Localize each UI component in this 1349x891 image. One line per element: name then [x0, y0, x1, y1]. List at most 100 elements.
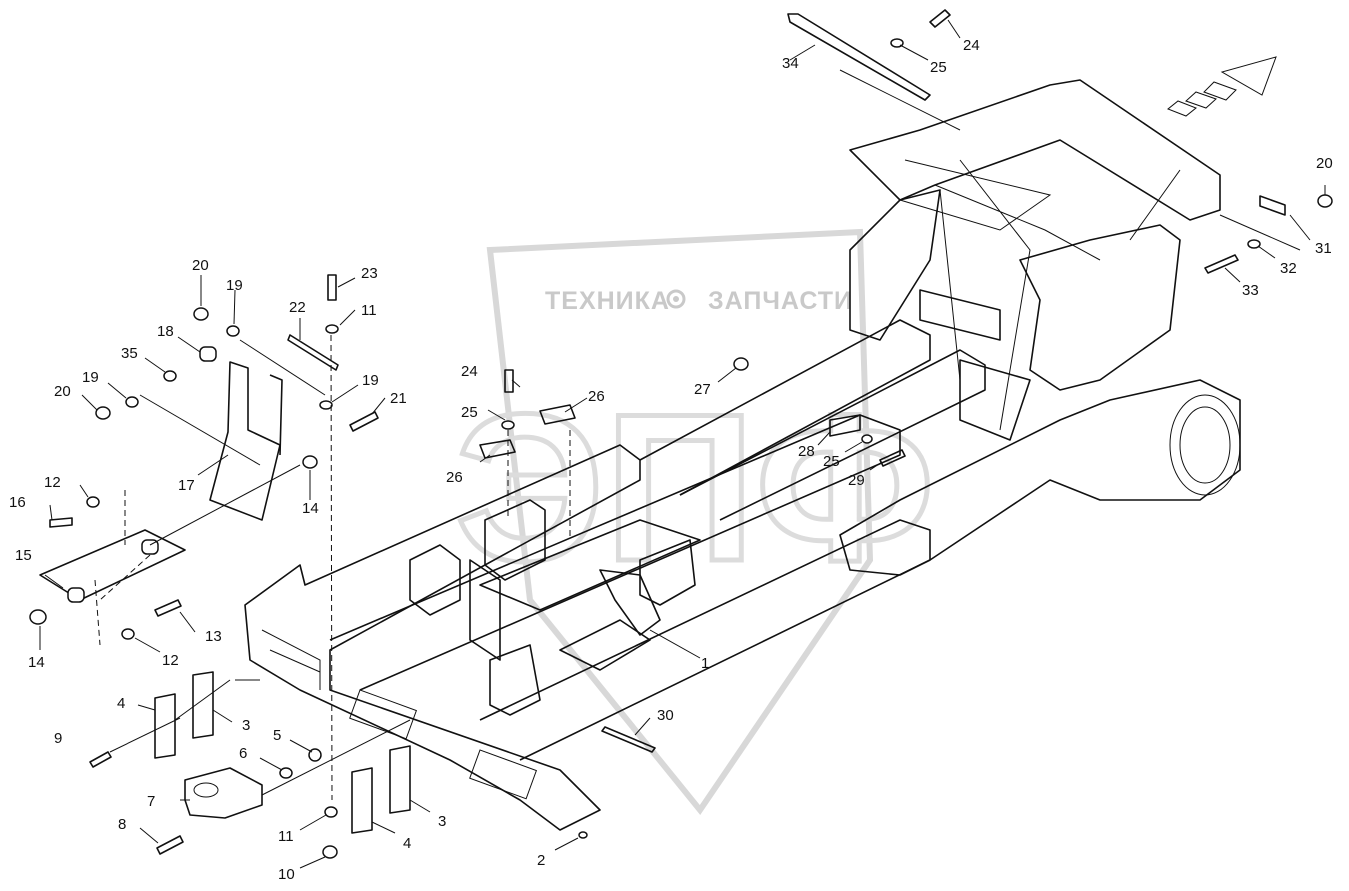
- part-2-pin: [578, 831, 588, 839]
- callout-3-right: 3: [438, 813, 446, 830]
- callout-9: 9: [54, 730, 62, 747]
- part-7-hitch: [184, 767, 263, 819]
- part-24-bolt-middle: [504, 369, 514, 393]
- part-20-nut-right: [1317, 194, 1333, 208]
- watermark-text-left: ТЕХНИКА: [545, 287, 670, 315]
- part-24-bolt-top: [929, 9, 951, 28]
- callout-19-top: 19: [226, 277, 243, 294]
- part-19-washer-top: [226, 325, 240, 337]
- part-25-washer-middle: [501, 420, 515, 430]
- part-15-spacer-top: [141, 539, 159, 555]
- callout-31: 31: [1315, 240, 1332, 257]
- part-31-plate: [1259, 195, 1286, 216]
- part-11-washer-top: [325, 324, 339, 334]
- callout-19-right: 19: [362, 372, 379, 389]
- callout-32: 32: [1280, 260, 1297, 277]
- part-29-bolt: [879, 449, 906, 467]
- callout-labels: 1 2 3 3 4 4 5 6 7 8 9 10 11 11 12 12 13 …: [9, 37, 1333, 883]
- callout-25-middle: 25: [461, 404, 478, 421]
- callout-24-middle: 24: [461, 363, 478, 380]
- part-20-nut-topleft: [193, 307, 209, 321]
- callout-10: 10: [278, 866, 295, 883]
- watermark-text-right: ЗАПЧАСТИ: [708, 287, 853, 315]
- callout-6: 6: [239, 745, 247, 762]
- callout-5: 5: [273, 727, 281, 744]
- callout-7: 7: [147, 793, 155, 810]
- callout-20-left: 20: [54, 383, 71, 400]
- part-26-plate-upper: [539, 404, 576, 425]
- part-6-washer: [279, 767, 293, 779]
- callout-26-upper: 26: [588, 388, 605, 405]
- main-frame: [244, 69, 1241, 831]
- part-21-bolt: [349, 411, 379, 432]
- callout-29: 29: [848, 472, 865, 489]
- callout-24-top: 24: [963, 37, 980, 54]
- callout-1: 1: [701, 655, 709, 672]
- part-16-bolt: [49, 517, 73, 528]
- callout-13: 13: [205, 628, 222, 645]
- callout-4-right: 4: [403, 835, 411, 852]
- part-28-bracket: [829, 414, 861, 437]
- callout-35: 35: [121, 345, 138, 362]
- part-33-bolt: [1204, 254, 1239, 274]
- callout-20-top: 20: [192, 257, 209, 274]
- callout-28: 28: [798, 443, 815, 460]
- callout-17: 17: [178, 477, 195, 494]
- part-4-block-left: [154, 693, 176, 759]
- part-15-spacer-bottom: [67, 587, 85, 603]
- callout-11-bottom: 11: [278, 828, 294, 845]
- part-30-strip: [601, 726, 656, 753]
- part-15-plate: [39, 529, 186, 601]
- callout-14-left: 14: [28, 654, 45, 671]
- callout-21: 21: [390, 390, 407, 407]
- callout-34: 34: [782, 55, 799, 72]
- callout-33: 33: [1242, 282, 1259, 299]
- part-3-block-left: [192, 671, 214, 739]
- part-19-washer-right: [319, 400, 333, 410]
- callout-8: 8: [118, 816, 126, 833]
- part-20-nut-left: [95, 406, 111, 420]
- callout-11-top: 11: [361, 302, 377, 319]
- callout-25-right: 25: [823, 453, 840, 470]
- part-23-bolt: [327, 274, 337, 301]
- callout-14-right: 14: [302, 500, 319, 517]
- part-3-block-right: [389, 745, 411, 814]
- callout-12-top: 12: [44, 474, 61, 491]
- leader-lines: [39, 19, 1326, 869]
- part-12-washer-bottom: [121, 628, 135, 640]
- callout-12-bottom: 12: [162, 652, 179, 669]
- callout-20-right: 20: [1316, 155, 1333, 172]
- forward-direction-arrow-icon: [1167, 56, 1277, 117]
- callout-3-left: 3: [242, 717, 250, 734]
- part-8-bolt: [156, 835, 184, 855]
- part-32-washer: [1247, 239, 1261, 249]
- callout-27: 27: [694, 381, 711, 398]
- part-18-spacer: [199, 346, 217, 362]
- callout-15: 15: [15, 547, 32, 564]
- part-14-nut-left: [29, 609, 47, 625]
- part-34-strip: [787, 13, 931, 101]
- part-10-nut: [322, 845, 338, 859]
- part-25-washer-right: [861, 434, 873, 444]
- callout-30: 30: [657, 707, 674, 724]
- part-9-bolt: [89, 751, 112, 768]
- part-13-bolt: [154, 599, 182, 617]
- part-12-washer-top: [86, 496, 100, 508]
- part-17-step: [209, 361, 281, 521]
- part-17-step-rail: [269, 374, 283, 456]
- part-22-strap: [287, 334, 339, 371]
- callout-2: 2: [537, 852, 545, 869]
- part-26-plate-lower: [479, 439, 516, 459]
- part-4-block-right: [351, 767, 373, 834]
- part-35-washer: [163, 370, 177, 382]
- small-parts: [29, 9, 1333, 859]
- part-27-nut: [733, 357, 749, 371]
- callout-19-left: 19: [82, 369, 99, 386]
- callout-23: 23: [361, 265, 378, 282]
- gear-icon: [666, 289, 686, 309]
- callout-25-top: 25: [930, 59, 947, 76]
- part-14-nut-right: [302, 455, 318, 469]
- callout-22: 22: [289, 299, 306, 316]
